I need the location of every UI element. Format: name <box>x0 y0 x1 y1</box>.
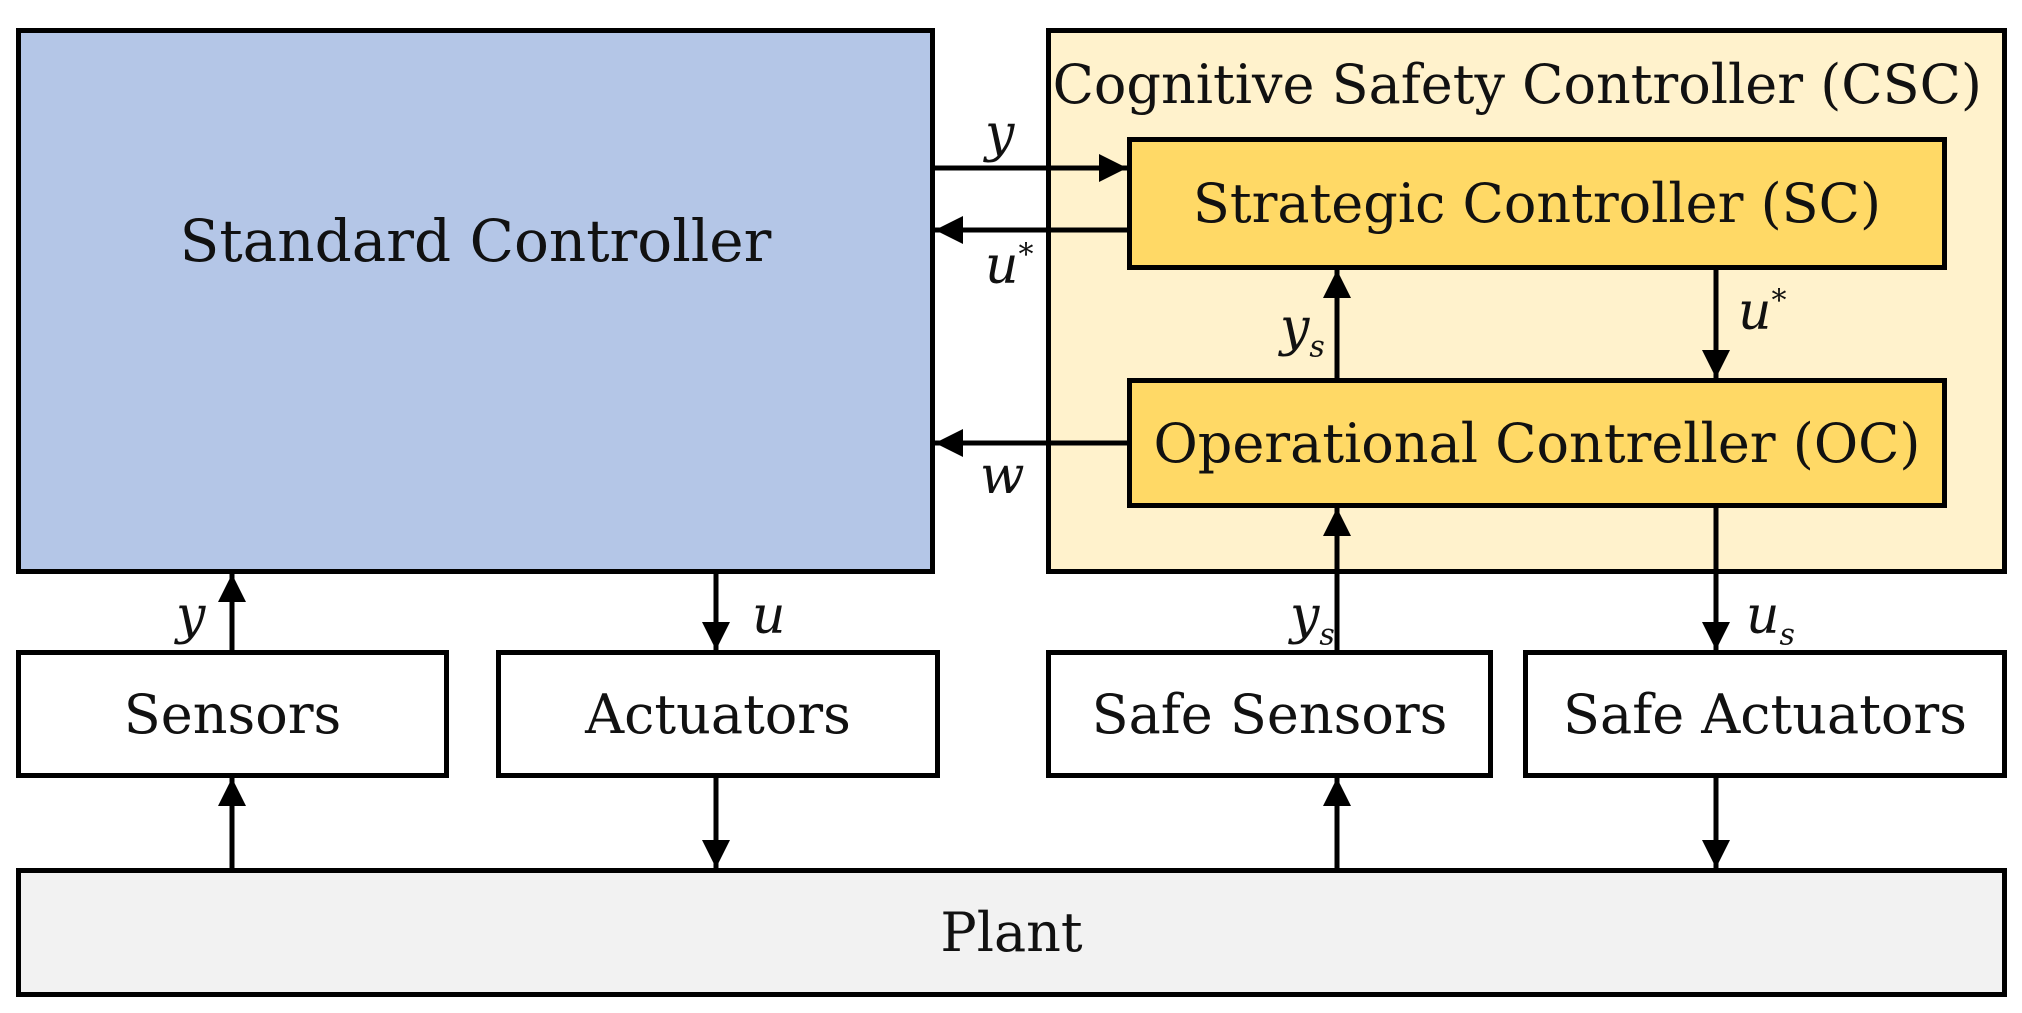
operational-controller-label: Operational Contreller (OC) <box>1153 411 1921 475</box>
signal-y-bottom: y <box>176 586 206 646</box>
sensors-block: Sensors <box>16 650 449 778</box>
plant-block: Plant <box>16 868 2007 997</box>
csc-title: Cognitive Safety Controller (CSC) <box>1052 53 1982 116</box>
signal-ys-upper: ys <box>1280 298 1325 365</box>
strategic-controller-label: Strategic Controller (SC) <box>1192 172 1882 235</box>
signal-u: u <box>752 586 786 646</box>
signal-us: us <box>1746 586 1795 653</box>
operational-controller-block: Operational Contreller (OC) <box>1127 378 1947 508</box>
standard-controller-label: Standard Controller <box>179 207 772 275</box>
standard-controller-block: Standard Controller <box>16 28 935 574</box>
sensors-label: Sensors <box>123 682 342 746</box>
signal-w: w <box>980 446 1025 506</box>
safe-sensors-label: Safe Sensors <box>1091 682 1448 746</box>
signal-ustar-left: u* <box>985 236 1034 296</box>
actuators-block: Actuators <box>496 650 940 778</box>
safe-sensors-block: Safe Sensors <box>1046 650 1493 778</box>
strategic-controller-block: Strategic Controller (SC) <box>1127 137 1947 270</box>
signal-ustar-right: u* <box>1738 282 1787 342</box>
safe-actuators-label: Safe Actuators <box>1563 682 1967 746</box>
actuators-label: Actuators <box>585 682 851 746</box>
signal-y-top: y <box>985 104 1015 164</box>
safe-actuators-block: Safe Actuators <box>1523 650 2007 778</box>
signal-ys-lower: ys <box>1290 586 1335 653</box>
plant-label: Plant <box>940 901 1083 964</box>
